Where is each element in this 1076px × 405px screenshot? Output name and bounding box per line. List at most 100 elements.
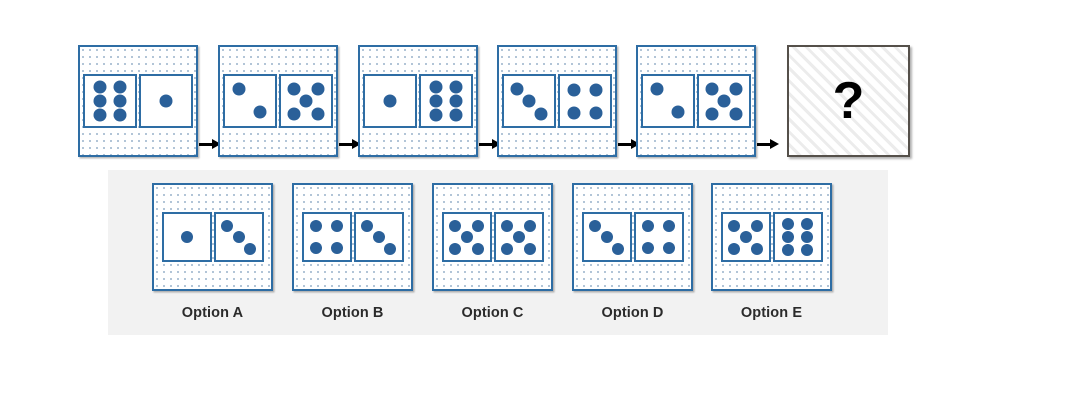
dot xyxy=(800,218,813,231)
sequence-card-3-left-die xyxy=(363,74,417,128)
dot xyxy=(650,82,664,96)
dot xyxy=(372,231,385,243)
dot xyxy=(782,231,795,243)
arrow-shaft xyxy=(479,143,493,146)
option-e[interactable]: Option E xyxy=(711,183,832,321)
dot xyxy=(729,82,743,95)
right-arrow-icon xyxy=(479,139,501,150)
sequence-card-3-right-die xyxy=(419,74,473,128)
option-c[interactable]: Option C xyxy=(432,183,553,321)
dot xyxy=(383,94,397,108)
dot xyxy=(782,243,795,256)
dot xyxy=(310,241,323,254)
dot xyxy=(429,108,443,122)
dot xyxy=(471,219,484,232)
option-c-panel-right-die xyxy=(493,212,544,262)
sequence-card-5[interactable] xyxy=(636,45,756,157)
sequence-card-4-left-die xyxy=(502,74,556,128)
dot xyxy=(159,94,173,108)
arrow-shaft xyxy=(757,143,771,146)
dot xyxy=(311,82,325,95)
dot xyxy=(728,242,741,255)
dot xyxy=(180,231,193,243)
dot xyxy=(449,108,463,122)
sequence-step-1 xyxy=(78,45,198,157)
right-arrow-icon xyxy=(199,139,221,150)
option-d[interactable]: Option D xyxy=(572,183,693,321)
sequence-card-3[interactable] xyxy=(358,45,478,157)
dot xyxy=(800,243,813,256)
sequence-card-1-left-die xyxy=(83,74,137,128)
option-e-panel-right-die xyxy=(772,212,823,262)
dot xyxy=(287,107,301,120)
arrow-shaft xyxy=(199,143,213,146)
dot xyxy=(232,231,245,243)
option-b-panel-right-die xyxy=(353,212,404,262)
right-arrow-icon xyxy=(339,139,361,150)
dot xyxy=(460,231,473,243)
dot xyxy=(471,242,484,255)
dot xyxy=(429,94,443,108)
dot xyxy=(361,219,374,232)
option-d-card[interactable] xyxy=(572,183,693,291)
dot xyxy=(662,220,675,233)
right-arrow-icon xyxy=(757,139,779,150)
dot xyxy=(113,108,127,122)
dot xyxy=(717,94,731,108)
arrow-head xyxy=(770,139,779,149)
dot xyxy=(782,218,795,231)
sequence-card-1[interactable] xyxy=(78,45,198,157)
dot xyxy=(567,83,581,96)
sequence-card-5-left-die xyxy=(641,74,695,128)
dot xyxy=(243,242,256,255)
dot xyxy=(705,107,719,120)
dot xyxy=(534,107,548,120)
option-a-panel[interactable] xyxy=(152,183,273,291)
dot xyxy=(800,231,813,243)
dot xyxy=(449,80,463,94)
dot xyxy=(113,94,127,108)
dot xyxy=(512,231,525,243)
option-a-card[interactable] xyxy=(152,183,273,291)
dot xyxy=(310,220,323,233)
dot xyxy=(330,241,343,254)
sequence-step-5 xyxy=(636,45,756,157)
option-c-panel[interactable] xyxy=(432,183,553,291)
dot xyxy=(589,106,603,119)
dot xyxy=(523,219,536,232)
option-b[interactable]: Option B xyxy=(292,183,413,321)
option-a[interactable]: Option A xyxy=(152,183,273,321)
option-b-label: Option B xyxy=(321,305,384,321)
arrow-shaft xyxy=(339,143,353,146)
dot xyxy=(383,242,396,255)
dot xyxy=(449,219,462,232)
dot xyxy=(232,82,246,96)
option-c-label: Option C xyxy=(461,305,524,321)
option-e-card[interactable] xyxy=(711,183,832,291)
dot xyxy=(93,80,107,94)
option-e-panel-left-die xyxy=(720,212,771,262)
sequence-card-4-right-die xyxy=(558,74,612,128)
option-b-card[interactable] xyxy=(292,183,413,291)
sequence-card-2[interactable] xyxy=(218,45,338,157)
dot xyxy=(299,94,313,108)
dot xyxy=(449,94,463,108)
dot xyxy=(600,231,613,243)
arrow-head xyxy=(212,139,221,149)
dot xyxy=(662,241,675,254)
dot xyxy=(510,82,524,95)
sequence-step-2 xyxy=(218,45,338,157)
option-a-label: Option A xyxy=(181,305,244,321)
option-e-panel[interactable] xyxy=(711,183,832,291)
dot xyxy=(287,82,301,95)
sequence-card-4[interactable] xyxy=(497,45,617,157)
option-b-panel[interactable] xyxy=(292,183,413,291)
question-panel[interactable]: ? xyxy=(787,45,910,157)
sequence-card-5-right-die xyxy=(697,74,751,128)
option-b-panel-left-die xyxy=(301,212,352,262)
option-c-card[interactable] xyxy=(432,183,553,291)
option-d-panel[interactable] xyxy=(572,183,693,291)
dot xyxy=(589,219,602,232)
dot xyxy=(93,108,107,122)
dot xyxy=(750,219,763,232)
